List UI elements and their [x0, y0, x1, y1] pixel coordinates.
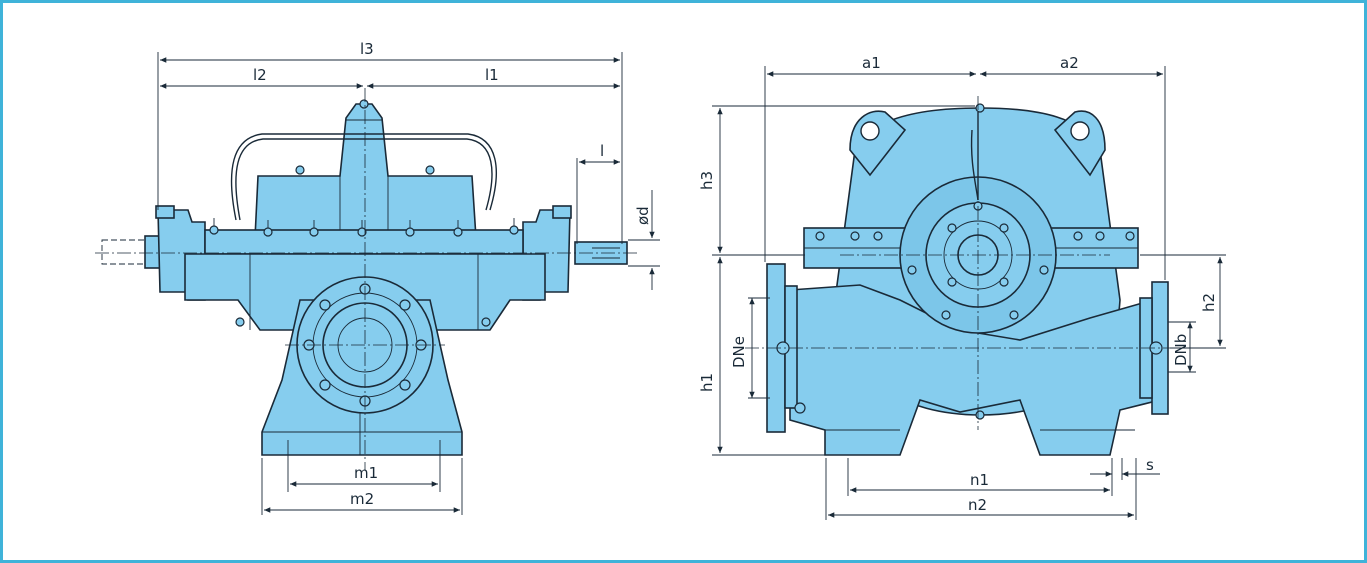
label-l1: l1 [485, 66, 499, 84]
label-a2: a2 [1060, 54, 1079, 72]
label-l2: l2 [253, 66, 267, 84]
label-d: ød [634, 206, 652, 225]
split-flange [204, 229, 524, 255]
label-n2: n2 [968, 496, 987, 514]
label-h3: h3 [698, 171, 716, 190]
label-l: l [600, 142, 604, 160]
casing-bolts [209, 99, 519, 327]
label-l3: l3 [360, 40, 374, 58]
label-m1: m1 [354, 464, 378, 482]
label-h2: h2 [1200, 293, 1218, 312]
side-dimensions [157, 52, 660, 515]
flange-bolts [303, 283, 427, 407]
label-s: s [1146, 456, 1154, 474]
label-h1: h1 [698, 373, 716, 392]
label-DNb: DNb [1172, 334, 1190, 366]
label-m2: m2 [350, 490, 374, 508]
side-view: l3 l2 l1 l ød m1 m2 [95, 40, 660, 515]
label-n1: n1 [970, 471, 989, 489]
label-DNe: DNe [730, 336, 748, 368]
end-view: a1 a2 h3 h1 h2 DNe DNb s n1 n2 [698, 54, 1226, 520]
label-a1: a1 [862, 54, 881, 72]
upper-casing [254, 103, 477, 239]
end-dimensions [712, 66, 1226, 520]
shaft-left [101, 235, 164, 269]
